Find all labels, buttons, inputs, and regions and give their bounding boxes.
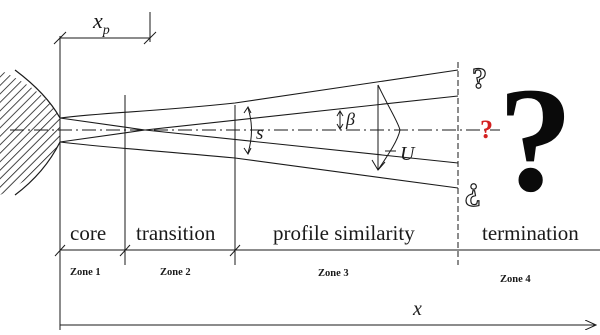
question-mark-large-icon: ? <box>498 57 573 223</box>
svg-text:?: ? <box>498 57 573 223</box>
xp-label: xp <box>92 8 110 38</box>
zone-name-core: core <box>70 221 106 245</box>
zone-number-4: Zone 4 <box>500 274 531 285</box>
svg-text:?: ? <box>472 62 487 95</box>
zone-number-2: Zone 2 <box>160 267 191 278</box>
u-label: U <box>400 143 416 165</box>
svg-text:?: ? <box>480 115 493 144</box>
zone-tick-2 <box>119 244 131 257</box>
xp-dimension <box>53 12 157 45</box>
zone-tick-3 <box>229 244 241 257</box>
nozzle-wall <box>0 69 61 196</box>
s-marker <box>243 106 252 155</box>
beta-marker <box>336 110 344 130</box>
zone-boundaries <box>59 36 459 265</box>
zone-name-transition: transition <box>136 221 216 245</box>
zone-tick-1 <box>54 244 66 257</box>
svg-text:?: ? <box>464 176 481 213</box>
s-label: s <box>256 123 263 144</box>
zone-number-1: Zone 1 <box>70 267 101 278</box>
zone-number-3: Zone 3 <box>318 268 349 279</box>
velocity-profile <box>371 84 401 171</box>
x-axis-label: x <box>412 298 422 320</box>
question-mark-small-icon: ? ? ? <box>463 61 493 213</box>
zone-name-profile-similarity: profile similarity <box>273 221 415 245</box>
beta-label: β <box>345 109 355 129</box>
jet-boundaries <box>59 69 459 189</box>
zone-name-termination: termination <box>482 221 579 245</box>
